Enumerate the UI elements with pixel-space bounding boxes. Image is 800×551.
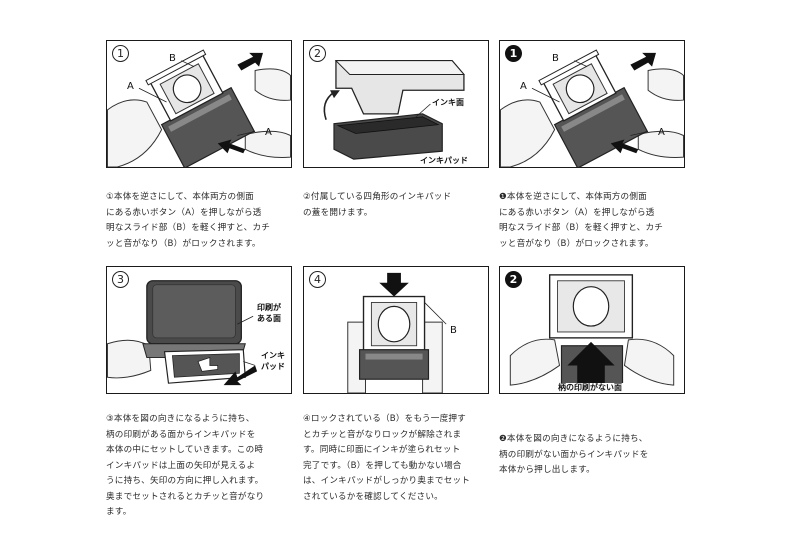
step-3-illustration: 3 印刷が ある面 インキ パッド: [106, 266, 292, 394]
step-1-alt-caption: ❶本体を逆さにして、本体両方の側面 にある赤いボタン（A）を押しながら透 明なス…: [499, 192, 664, 249]
step-2-alt-illustration: 2 柄の印刷がない面: [499, 266, 685, 394]
ink-pad-illustration: [323, 60, 465, 160]
label-printed-surface-1: 印刷が: [257, 303, 281, 312]
step-number-badge: 2: [309, 45, 326, 62]
step-1-alt-illustration: 1 B A A: [499, 40, 685, 168]
label-no-print-surface: 柄の印刷がない面: [556, 383, 624, 393]
step-2-illustration: 2 インキ面 インキパッド: [303, 40, 489, 168]
step-number-badge: 3: [112, 271, 129, 288]
step-number-badge: 1: [505, 45, 522, 62]
step-4-illustration: 4 B: [303, 266, 489, 394]
label-ink-pad: インキパッド: [420, 156, 468, 165]
step-4-caption: ④ロックされている（B）をもう一度押す とカチッと音がなりロックが解除されま す…: [303, 414, 471, 502]
step-number-badge: 1: [112, 45, 129, 62]
label-a-top: A: [520, 81, 527, 92]
step-number-badge: 4: [309, 271, 326, 288]
label-b: B: [552, 53, 559, 64]
label-a-top: A: [127, 81, 134, 92]
step-number-badge: 2: [505, 271, 522, 288]
label-a-bottom: A: [265, 127, 272, 138]
label-ink-pad-1: インキ: [261, 351, 285, 360]
step-1-illustration: 1 B A A: [106, 40, 292, 168]
label-printed-surface-2: ある面: [257, 314, 281, 323]
label-a-bottom: A: [658, 127, 665, 138]
step-3-caption: ③本体を図の向きになるように持ち、 柄の印刷がある面からインキパッドを 本体の中…: [106, 414, 265, 517]
step-2-alt-caption: ❷本体を図の向きになるように持ち、 柄の印刷がない面からインキパッドを 本体から…: [499, 434, 649, 475]
label-b: B: [450, 325, 457, 336]
step-2-caption: ②付属している四角形のインキパッド の蓋を開けます。: [303, 192, 452, 218]
label-ink-pad-2: パッド: [261, 362, 285, 371]
unlock-illustration: [347, 272, 447, 393]
push-out-pad-illustration: [509, 274, 675, 388]
label-ink-surface: インキ面: [432, 98, 464, 107]
step-1-caption: ①本体を逆さにして、本体両方の側面 にある赤いボタン（A）を押しながら透 明なス…: [106, 192, 271, 249]
insert-pad-illustration: [107, 280, 258, 386]
stamp-hands-illustration: [107, 49, 291, 167]
stamp-hands-illustration: [500, 49, 684, 167]
label-b: B: [169, 53, 176, 64]
